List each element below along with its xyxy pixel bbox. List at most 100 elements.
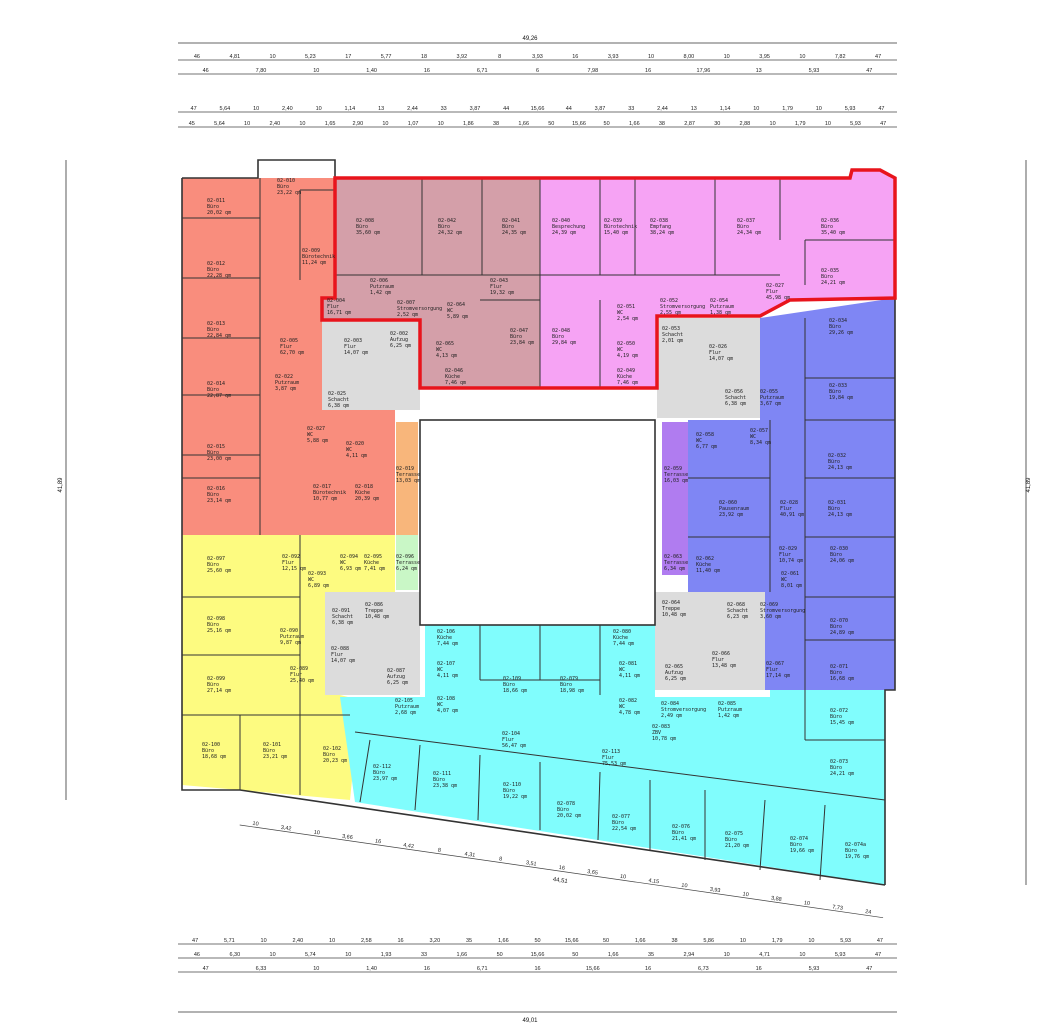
selection-outline[interactable]	[320, 168, 897, 390]
zone-pink[interactable]	[540, 170, 895, 388]
zone-mauve[interactable]	[322, 178, 540, 388]
zone-yellow[interactable]	[182, 535, 395, 800]
